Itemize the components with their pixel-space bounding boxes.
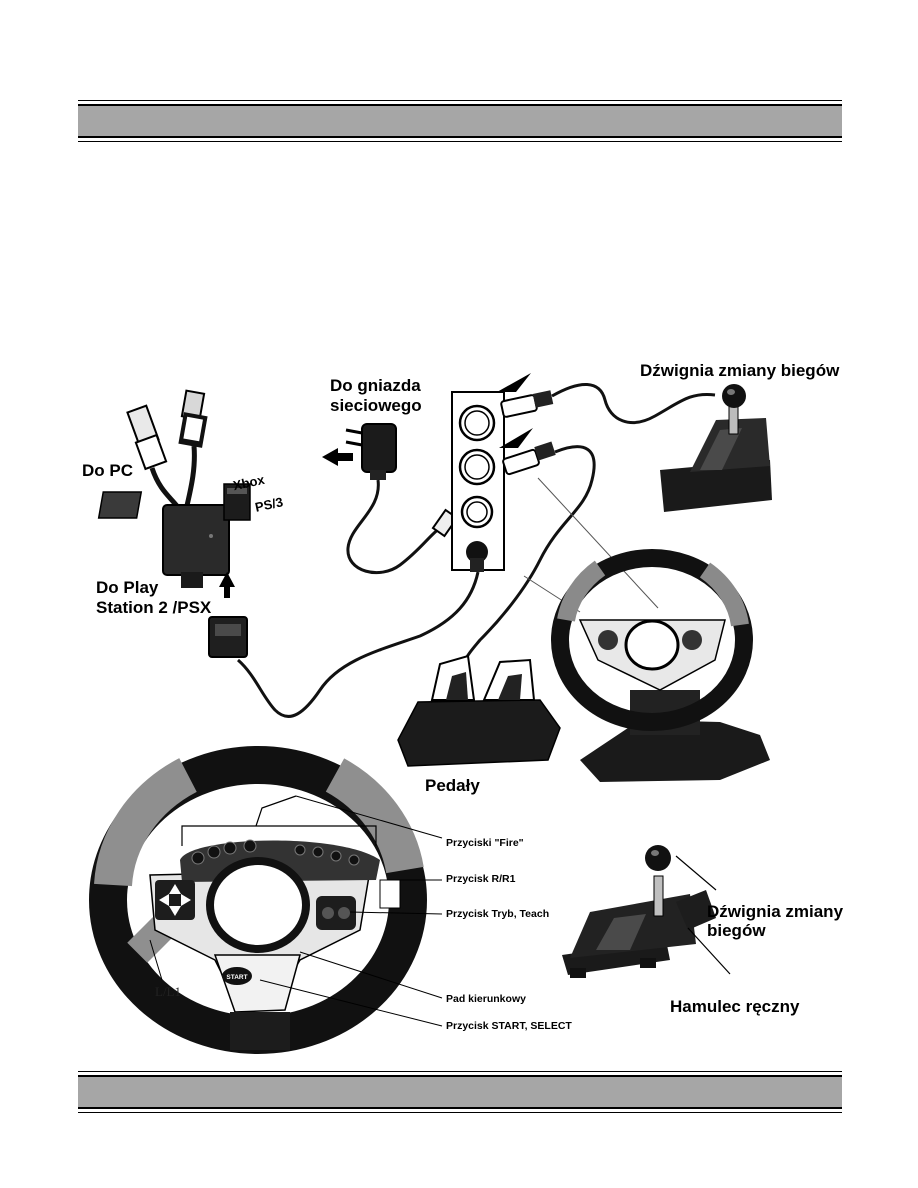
gear-cable-plug-icon [500,390,554,418]
label-socket-2: sieciowego [330,396,422,415]
arrow-icon [499,428,533,448]
label-ll1: L/L1 [155,984,181,999]
footer-band [78,1071,842,1113]
connector-panel [451,391,505,572]
label-mode-teach-button: Przycisk Tryb, Teach [446,908,550,920]
label-socket-1: Do gniazda [330,376,421,395]
dpad-icon [155,880,195,920]
adapter-box-icon [97,491,230,588]
arrow-up-icon [219,572,235,598]
label-dpad: Pad kierunkowy [446,993,526,1005]
label-rr1-button: Przycisk R/R1 [446,873,516,885]
label-pedals: Pedały [425,776,480,795]
xbox-dongle-icon [223,483,251,521]
label-fire-buttons: Przyciski "Fire" [446,837,524,849]
steering-wheel-large-icon: START [89,746,427,1054]
power-adapter-icon [345,423,397,480]
steering-wheel-small-icon [551,549,770,782]
xbox-plug-icon [178,389,208,448]
label-start-select: Przycisk START, SELECT [446,1020,572,1032]
pedals-icon [397,654,561,767]
label-do-play-2: Station 2 /PSX [96,598,212,617]
label-gear-lever-1: Dźwignia zmiany [707,902,844,921]
gear-shifter-handbrake-icon [562,845,716,978]
arrow-icon [497,373,531,392]
arrow-left-icon [322,448,353,466]
label-do-play-1: Do Play [96,578,159,597]
start-emblem: START [226,974,247,981]
ps2-plug-icon [208,616,248,658]
label-handbrake: Hamulec ręczny [670,997,800,1016]
pedal-cable-plug-icon [502,441,556,476]
header-band [78,100,842,142]
usb-plug-icon [126,404,168,471]
gear-shifter-icon [660,384,772,512]
label-gear-lever-2: biegów [707,921,766,940]
label-do-pc: Do PC [82,461,133,480]
label-gear-lever-top: Dźwignia zmiany biegów [640,361,840,380]
